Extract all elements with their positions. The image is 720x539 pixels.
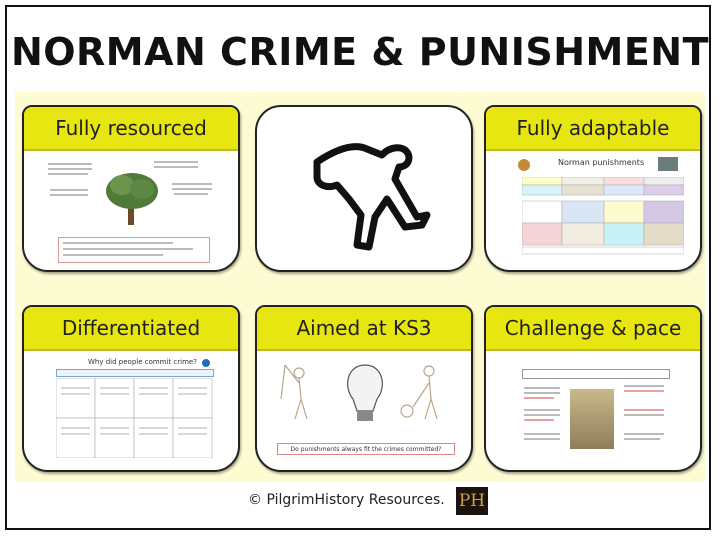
slide-thumbnail: Why did people commit crime? (24, 351, 238, 470)
slide-thumbnail (24, 151, 238, 270)
card-aimed-at-ks3: Aimed at KS3 Do punishments always fit t… (255, 305, 473, 472)
slide-thumbnail (486, 351, 700, 470)
slide-thumbnail: Norman punishments (486, 151, 700, 270)
copyright-footer: © PilgrimHistory Resources. (248, 492, 445, 508)
pilgrimhistory-logo: PH (456, 487, 488, 515)
body-outline-icon (313, 143, 431, 251)
card-challenge-and-pace: Challenge & pace (484, 305, 702, 472)
instruction-bar (56, 369, 214, 377)
slide-title: Norman punishments (558, 158, 645, 167)
card-fully-resourced: Fully resourced (22, 105, 240, 272)
card-heading: Aimed at KS3 (257, 307, 471, 351)
stocks-icon (658, 157, 678, 171)
card-heading: Challenge & pace (486, 307, 700, 351)
intro-box (522, 369, 670, 379)
card-fully-adaptable: Fully adaptable Norman punishments (484, 105, 702, 272)
slide-title: Why did people commit crime? (88, 358, 197, 366)
tree-icon (106, 173, 158, 225)
crime-causes-grid (56, 378, 213, 458)
card-heading: Fully resourced (24, 107, 238, 151)
sweeping-figure-icon (400, 365, 438, 420)
poster-title: NORMAN CRIME & PUNISHMENT (10, 30, 710, 74)
light-bulb-icon (347, 364, 383, 421)
questions-box (58, 237, 210, 263)
punishment-grid (522, 177, 684, 255)
slide-thumbnail: Do punishments always fit the crimes com… (257, 351, 471, 470)
card-differentiated: Differentiated Why did people commit cri… (22, 305, 240, 472)
card-heading: Differentiated (24, 307, 238, 351)
info-icon (202, 359, 210, 367)
card-chalk-outline (255, 105, 473, 272)
logo-text: PH (458, 491, 486, 511)
illustrations (280, 364, 438, 421)
slide-caption: Do punishments always fit the crimes com… (290, 445, 442, 453)
card-heading: Fully adaptable (486, 107, 700, 151)
worker-figure-icon (280, 364, 308, 420)
cathedral-image (570, 389, 614, 449)
money-bag-icon (518, 159, 530, 171)
question-box: Do punishments always fit the crimes com… (277, 443, 455, 455)
